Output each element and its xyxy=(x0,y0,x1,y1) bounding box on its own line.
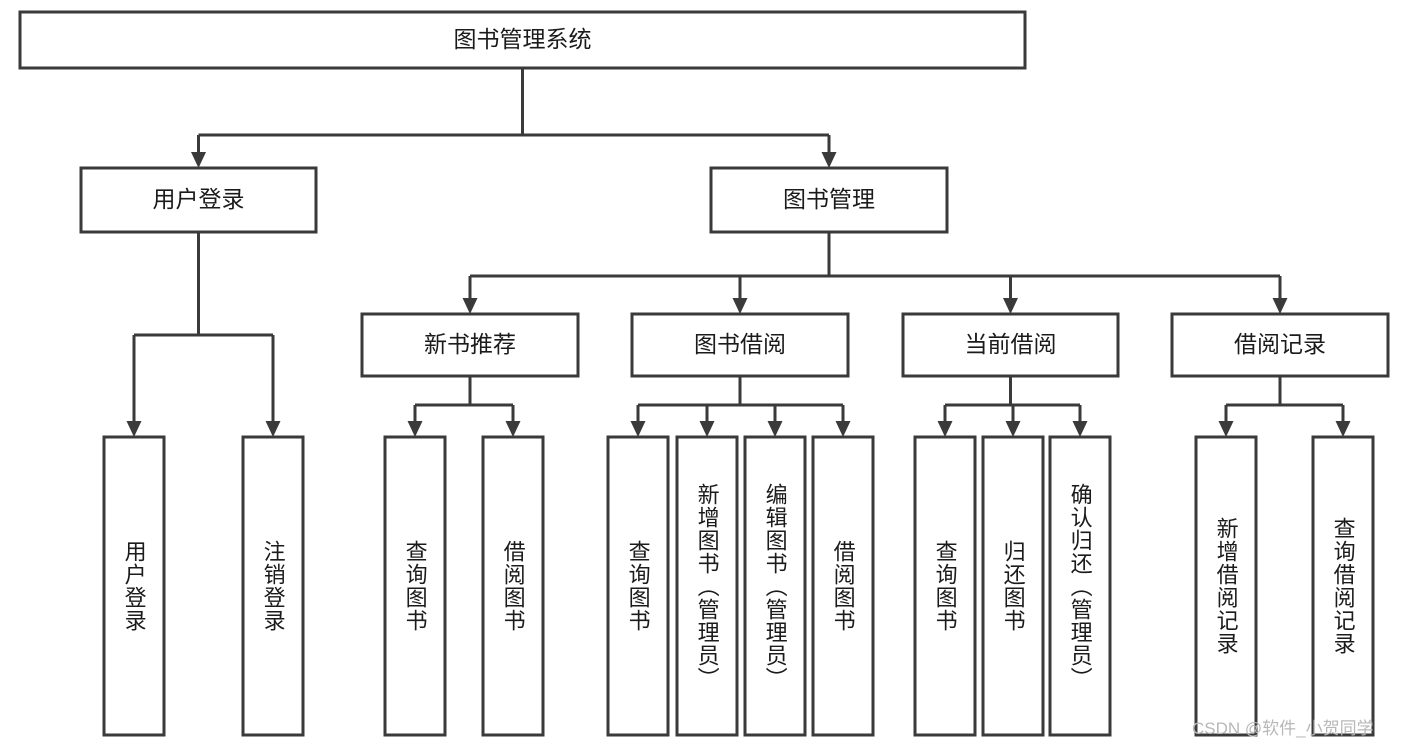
node-box-leaf-borrow-book-2[interactable] xyxy=(811,435,875,737)
node-box-borrow-record[interactable] xyxy=(1170,312,1390,378)
arrow-head-leaf-borrow-book-1 xyxy=(505,421,521,437)
edges-layer xyxy=(126,68,1351,437)
node-box-leaf-edit-book-admin[interactable] xyxy=(743,435,807,737)
arrow-head-leaf-borrow-book-2 xyxy=(835,421,851,437)
node-label-current-borrow: 当前借阅 xyxy=(965,331,1057,357)
node-box-new-book-recommend[interactable] xyxy=(360,312,580,378)
node-label-book-borrow: 图书借阅 xyxy=(694,331,786,357)
node-box-leaf-query-book-1[interactable] xyxy=(383,435,447,737)
node-box-leaf-add-borrow-record[interactable] xyxy=(1194,435,1258,737)
nodes-layer xyxy=(18,10,1390,737)
node-label-user-login: 用户登录 xyxy=(153,186,245,212)
arrow-head-book-borrow xyxy=(732,298,748,314)
node-label-new-book-recommend: 新书推荐 xyxy=(424,331,516,357)
arrow-head-book-manage xyxy=(821,152,837,168)
node-box-leaf-borrow-book-1[interactable] xyxy=(481,435,545,737)
node-label-root: 图书管理系统 xyxy=(454,26,592,52)
arrow-head-leaf-query-book-3 xyxy=(937,421,953,437)
node-box-user-login[interactable] xyxy=(79,166,318,234)
arrow-head-new-book-recommend xyxy=(462,298,478,314)
node-box-leaf-query-borrow-record[interactable] xyxy=(1311,435,1375,737)
arrow-head-user-login xyxy=(191,152,206,168)
arrow-head-leaf-logout-login xyxy=(265,421,281,437)
node-box-leaf-logout-login[interactable] xyxy=(241,435,305,737)
arrow-head-leaf-confirm-return-admin xyxy=(1072,421,1088,437)
node-box-current-borrow[interactable] xyxy=(901,312,1120,378)
arrow-head-leaf-user-login xyxy=(126,421,142,437)
node-label-book-manage: 图书管理 xyxy=(783,186,875,212)
node-box-book-borrow[interactable] xyxy=(630,312,850,378)
node-box-leaf-query-book-3[interactable] xyxy=(913,435,977,737)
node-label-borrow-record: 借阅记录 xyxy=(1234,331,1326,357)
arrow-head-leaf-query-book-2 xyxy=(630,421,646,437)
arrow-head-leaf-query-borrow-record xyxy=(1335,421,1351,437)
arrow-head-leaf-edit-book-admin xyxy=(767,421,783,437)
arrow-head-leaf-add-borrow-record xyxy=(1218,421,1234,437)
arrow-head-leaf-add-book-admin xyxy=(699,421,715,437)
arrow-head-leaf-query-book-1 xyxy=(407,421,423,437)
arrow-head-borrow-record xyxy=(1272,298,1288,314)
node-box-leaf-add-book-admin[interactable] xyxy=(675,435,739,737)
node-box-leaf-query-book-2[interactable] xyxy=(606,435,670,737)
node-box-book-manage[interactable] xyxy=(709,166,949,234)
arrow-head-current-borrow xyxy=(1003,298,1018,314)
arrow-head-leaf-return-book xyxy=(1005,421,1021,437)
node-box-leaf-confirm-return-admin[interactable] xyxy=(1048,435,1112,737)
node-box-leaf-return-book[interactable] xyxy=(981,435,1045,737)
node-box-leaf-user-login[interactable] xyxy=(102,435,166,737)
node-box-root[interactable] xyxy=(18,10,1027,70)
